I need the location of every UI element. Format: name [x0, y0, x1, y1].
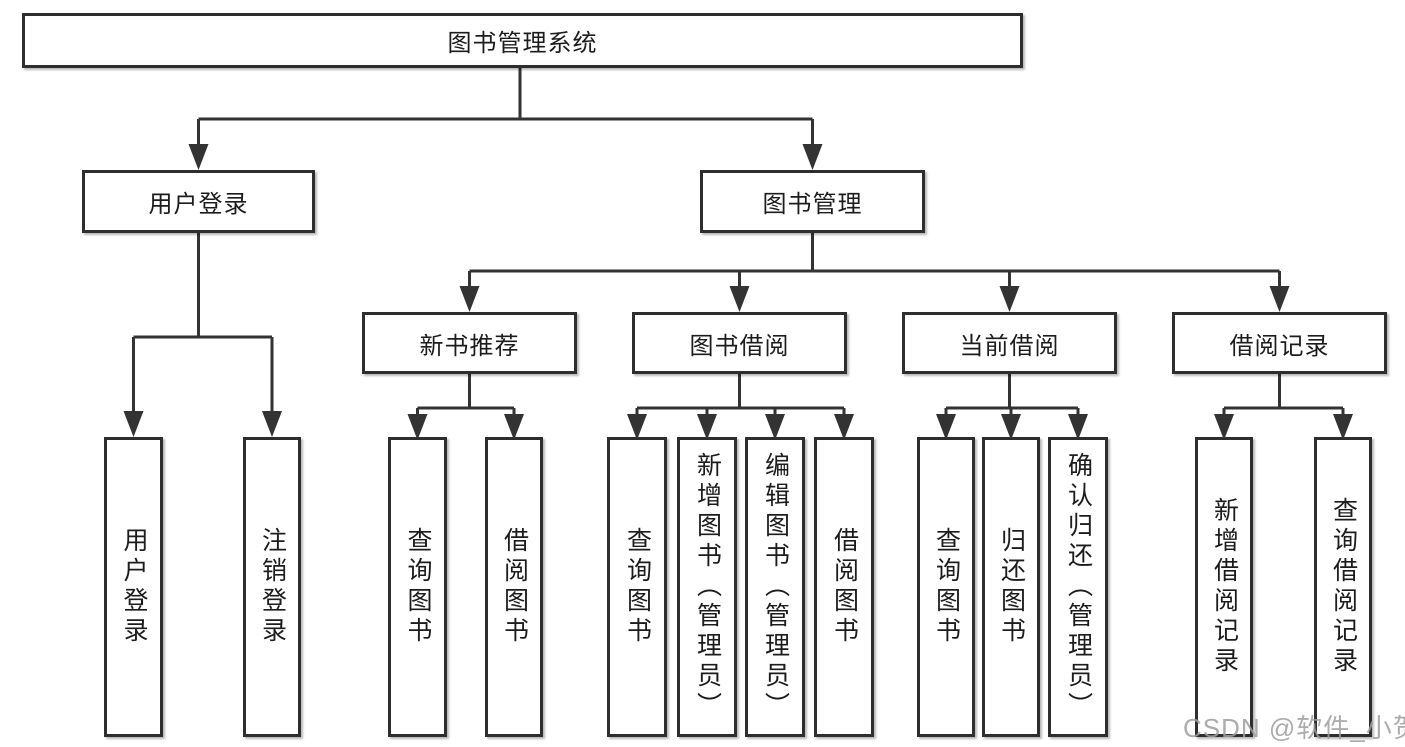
leaf-borrow-books-recommend-label: 借阅图书	[500, 527, 529, 647]
leaf-edit-books-admin: 编辑图书（管理员）	[745, 437, 805, 737]
leaf-query-borrow-record: 查询借阅记录	[1314, 437, 1372, 737]
node-user-login: 用户登录	[82, 170, 315, 233]
connector-borrow-records-children	[1214, 374, 1353, 440]
leaf-borrow-books-borrowing: 借阅图书	[814, 437, 874, 737]
leaf-query-books-recommend-label: 查询图书	[404, 527, 432, 647]
connector-book-mgmt-to-level3	[459, 233, 1290, 312]
leaf-query-books-current: 查询图书	[917, 437, 975, 737]
leaf-query-books-borrowing: 查询图书	[607, 437, 667, 737]
node-current-borrowing: 当前借阅	[902, 312, 1117, 374]
leaf-query-books-current-label: 查询图书	[932, 527, 961, 647]
leaf-query-borrow-record-label: 查询借阅记录	[1329, 497, 1358, 677]
leaf-borrow-books-recommend: 借阅图书	[485, 437, 543, 737]
leaf-borrow-books-borrowing-label: 借阅图书	[830, 527, 859, 647]
connector-root-to-level2	[188, 68, 823, 170]
connector-current-borrow-children	[936, 374, 1088, 440]
leaf-logout-label: 注销登录	[258, 527, 287, 647]
csdn-watermark: CSDN @软件_小贺同学	[1183, 713, 1405, 743]
leaf-query-books-recommend: 查询图书	[388, 437, 447, 737]
leaf-add-books-admin-label: 新增图书（管理员）	[693, 452, 722, 722]
leaf-confirm-return-admin-label: 确认归还（管理员）	[1064, 452, 1093, 722]
leaf-return-books-label: 归还图书	[997, 527, 1026, 647]
leaf-user-login-label: 用户登录	[120, 527, 148, 647]
leaf-logout: 注销登录	[243, 437, 301, 737]
node-book-borrowing: 图书借阅	[632, 312, 847, 374]
node-root-system: 图书管理系统	[22, 13, 1023, 68]
connector-user-login-children	[123, 233, 282, 437]
node-new-book-recommend: 新书推荐	[362, 312, 577, 374]
leaf-user-login: 用户登录	[104, 437, 163, 737]
node-book-management: 图书管理	[700, 170, 925, 233]
leaf-edit-books-admin-label: 编辑图书（管理员）	[761, 452, 790, 722]
leaf-add-borrow-record-label: 新增借阅记录	[1210, 497, 1239, 677]
leaf-return-books: 归还图书	[982, 437, 1040, 737]
leaf-query-books-borrowing-label: 查询图书	[623, 527, 652, 647]
leaf-confirm-return-admin: 确认归还（管理员）	[1048, 437, 1108, 737]
leaf-add-books-admin: 新增图书（管理员）	[677, 437, 737, 737]
connector-book-borrow-children	[627, 374, 854, 440]
leaf-add-borrow-record: 新增借阅记录	[1195, 437, 1253, 737]
connector-new-book-rec-children	[407, 374, 524, 440]
node-borrowing-records: 借阅记录	[1172, 312, 1387, 374]
